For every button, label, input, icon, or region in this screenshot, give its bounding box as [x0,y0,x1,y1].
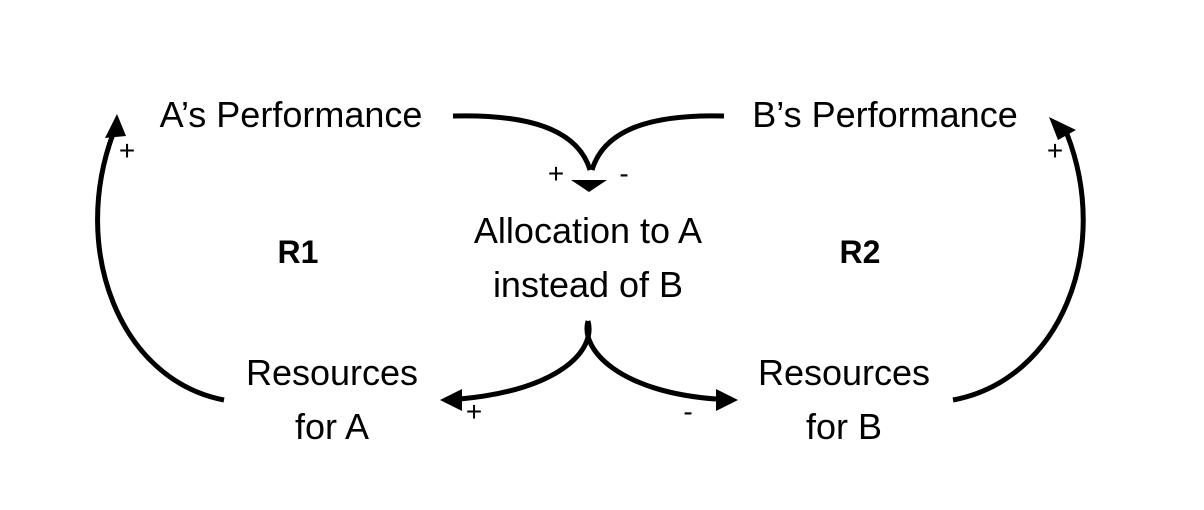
node-allocation-line1: Allocation to A [473,210,703,251]
node-b-performance-label: B’s Performance [752,94,1018,135]
polarity-b-perf-to-allocation: - [619,158,629,189]
loop-label-r1: R1 [277,234,319,270]
link-b-performance-to-allocation [589,113,725,171]
arrowhead [716,389,738,411]
arrowhead [105,114,126,138]
loop-label-r2: R2 [839,234,881,270]
node-b-performance: B’s Performance [725,88,1045,142]
link-allocation-to-resources-b [584,320,738,411]
polarity-resources-a-to-a-perf: + [118,135,136,166]
node-allocation-line2: instead of B [492,264,684,305]
link-a-performance-to-allocation [452,113,607,192]
polarity-resources-b-to-b-perf: + [1046,135,1064,166]
node-resources-b-line2: for B [805,406,883,447]
node-resources-b-line1: Resources [757,352,931,393]
arrowhead [440,389,462,411]
arrowhead [571,180,607,192]
node-a-performance-label: A’s Performance [159,94,423,135]
node-resources-a-line1: Resources [245,352,419,393]
polarity-allocation-to-resources-a: + [465,396,483,427]
node-allocation: Allocation to A instead of B [438,204,738,312]
node-resources-b: Resources for B [724,346,964,454]
link-resources-b-to-b-performance [952,117,1086,403]
arrowhead [1049,117,1076,140]
node-resources-a-line2: for A [294,406,370,447]
polarity-a-perf-to-allocation: + [547,158,565,189]
node-resources-a: Resources for A [212,346,452,454]
polarity-allocation-to-resources-b: - [683,396,693,427]
link-resources-a-to-a-performance [95,114,225,403]
node-a-performance: A’s Performance [131,88,451,142]
